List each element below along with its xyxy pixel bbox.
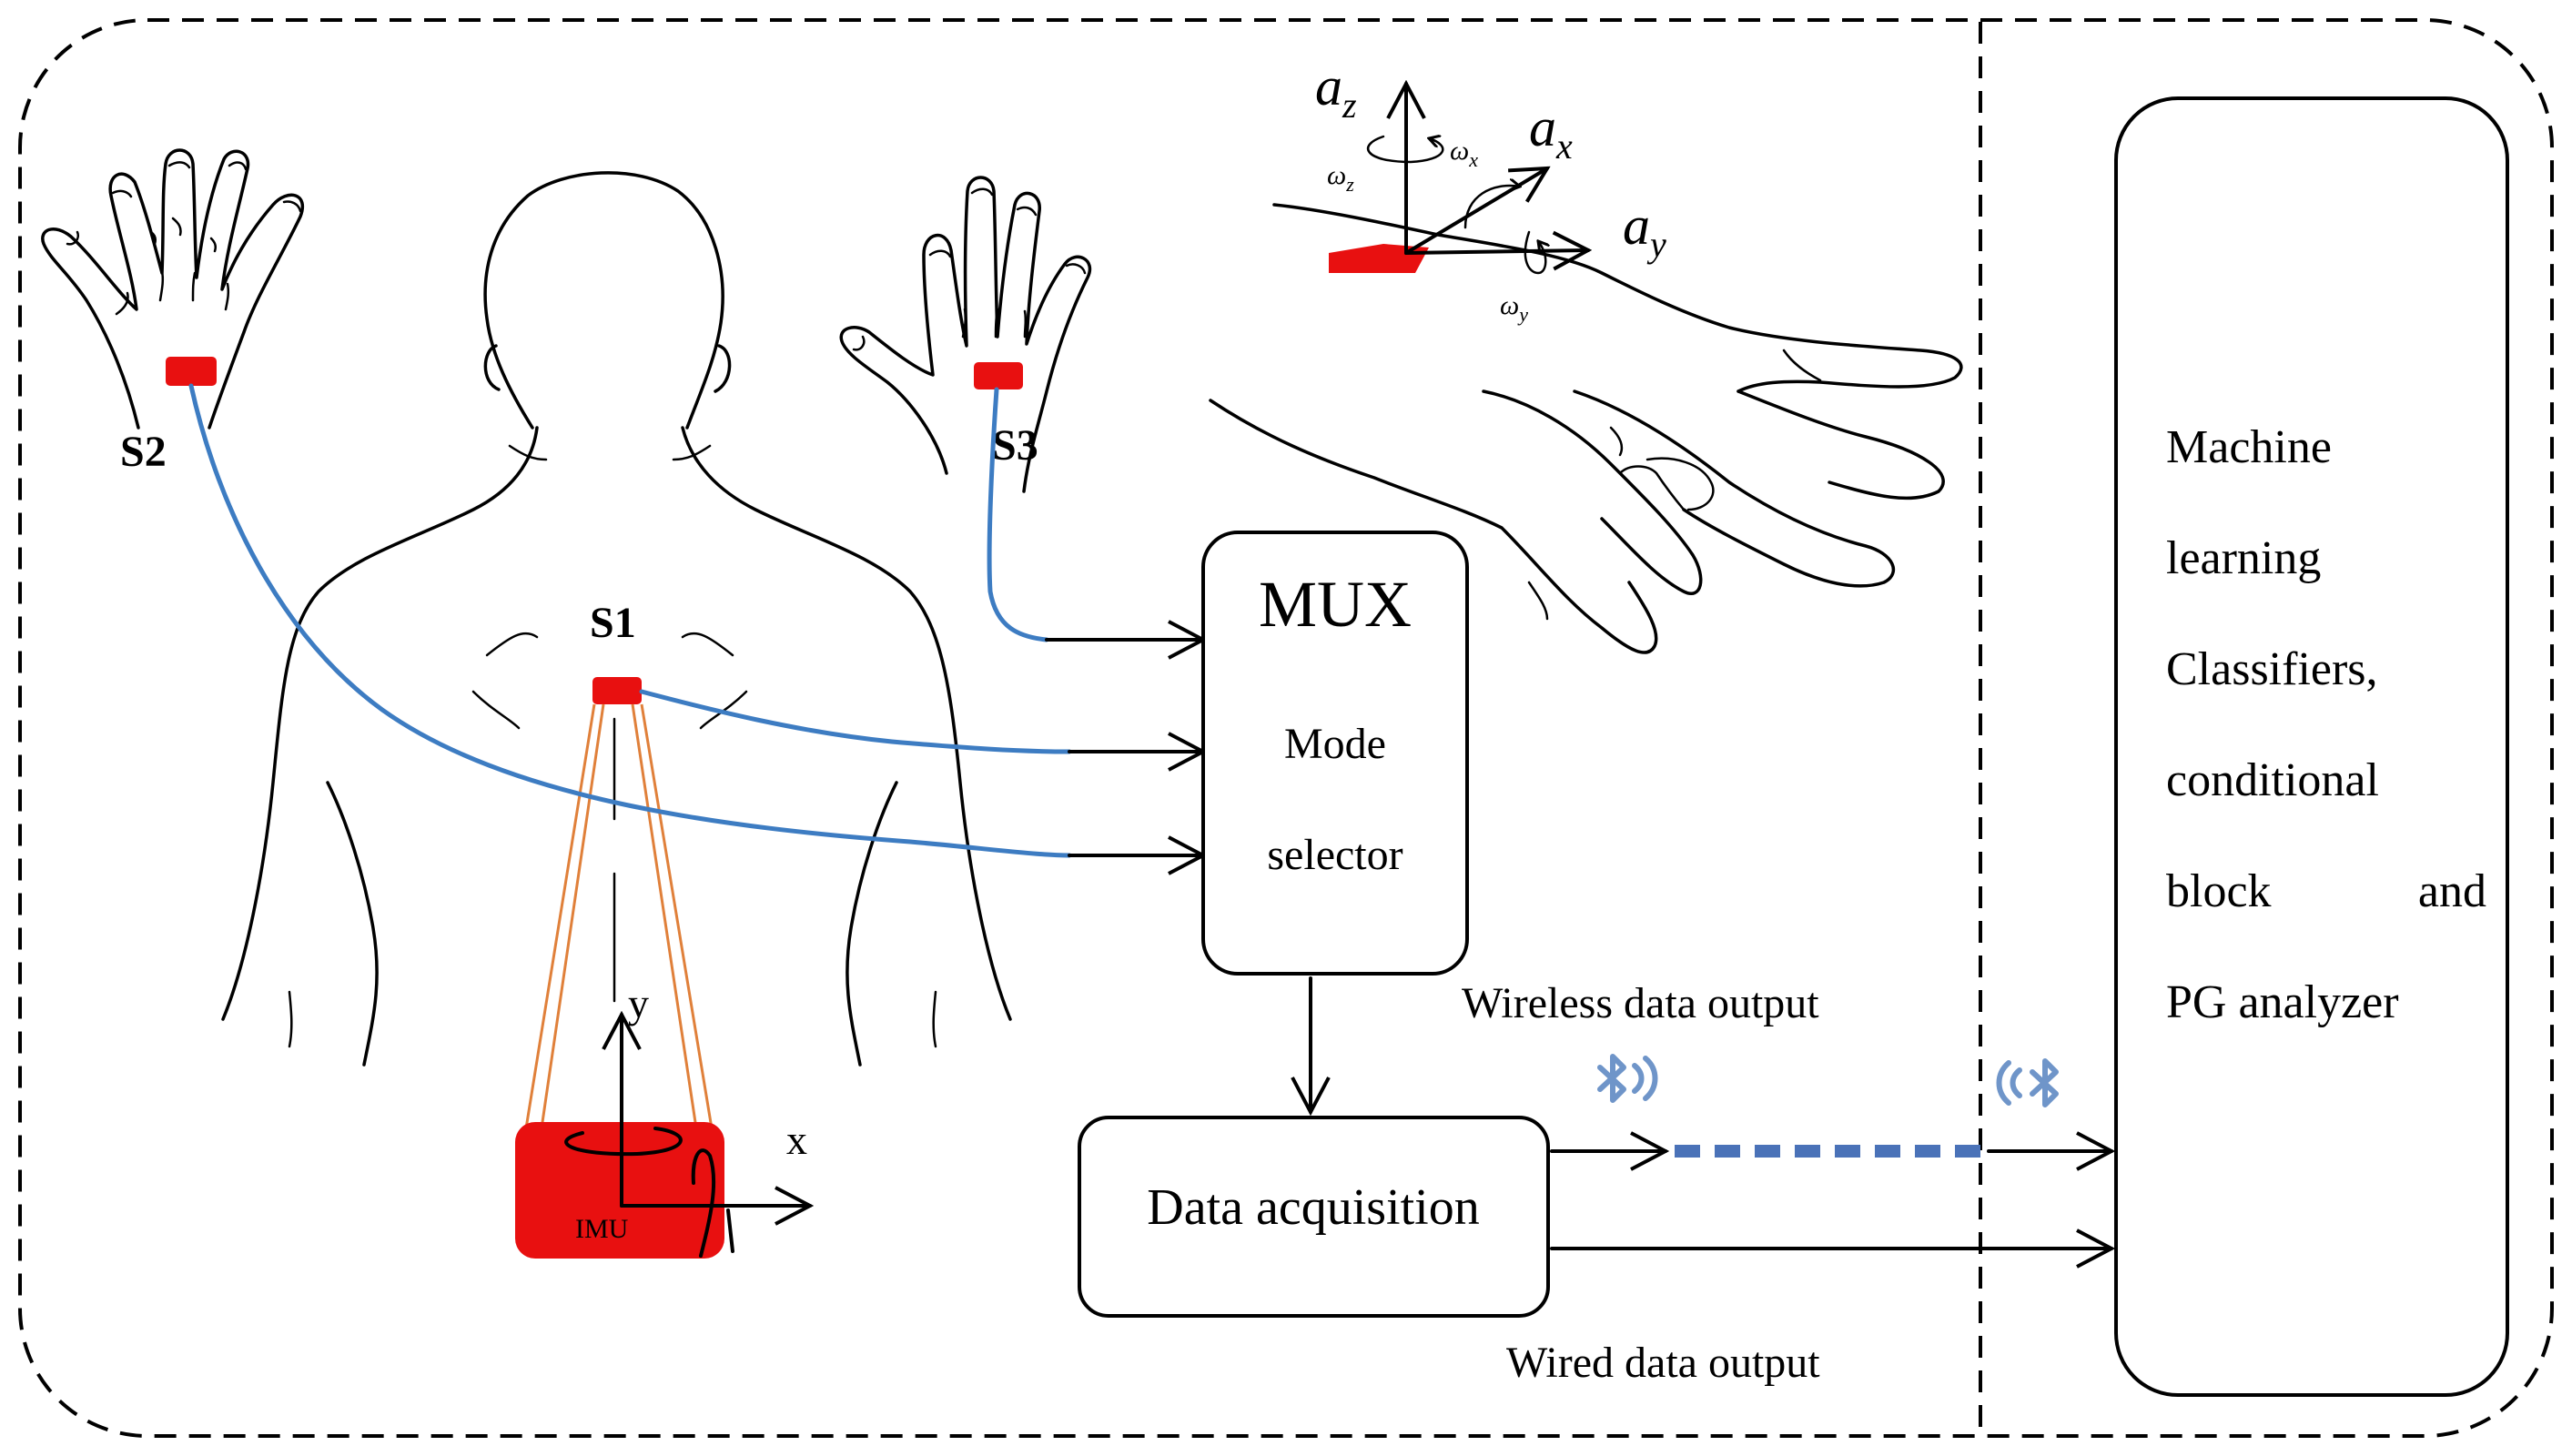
imu-axes [564,1015,810,1258]
sensor-s3 [974,362,1023,389]
wire-s3 [987,387,1049,642]
side-hand-illustration [1209,203,1963,654]
imu-axis-y: y [628,980,649,1026]
analyzer-line-2: learning [2166,532,2321,584]
mux-title: MUX [1259,568,1412,641]
left-hand-illustration [41,148,304,430]
bluetooth-transmit-icon [1597,1054,1658,1103]
label-s3: S3 [992,421,1038,470]
sensor-s1 [592,677,642,704]
mux-block [1201,531,1469,976]
imu-projection-lines [524,703,714,1129]
hand-ay-label: ay [1623,196,1666,265]
data-acquisition-label: Data acquisition [1147,1179,1479,1236]
label-s1: S1 [590,599,636,647]
hand-wy-label: ωy [1500,290,1528,326]
wireless-label: Wireless data output [1462,979,1819,1027]
hand-ax-label: ax [1529,97,1573,167]
right-hand-illustration [839,176,1092,493]
analyzer-line-5a: block [2166,865,2272,917]
analyzer-line-5b: and [2418,865,2486,917]
imu-label: IMU [575,1214,629,1244]
data-acquisition-block [1078,1116,1550,1318]
bluetooth-receive-icon [1996,1058,2059,1107]
mux-subtitle-2: selector [1267,831,1402,879]
analyzer-line-3: Classifiers, [2166,643,2378,695]
sensor-s2 [166,357,217,386]
sensor-hand [1329,244,1429,273]
torso-illustration [221,171,1012,1067]
analyzer-line-4: conditional [2166,754,2379,806]
wire-s1 [639,689,1072,754]
hand-wz-label: ωz [1327,160,1354,196]
analyzer-line-1: Machine [2166,421,2332,473]
hand-wx-label: ωx [1450,136,1478,171]
label-s2: S2 [120,428,167,476]
analyzer-block [2114,96,2509,1397]
hand-az-label: az [1315,56,1357,126]
wired-label: Wired data output [1506,1339,1820,1387]
mux-subtitle-1: Mode [1284,720,1386,768]
imu-axis-x: x [786,1117,807,1163]
hand-axes [1366,84,1588,275]
analyzer-line-6: PG analyzer [2166,976,2399,1028]
outer-frame [18,18,2554,1438]
wire-s2 [188,383,1072,858]
